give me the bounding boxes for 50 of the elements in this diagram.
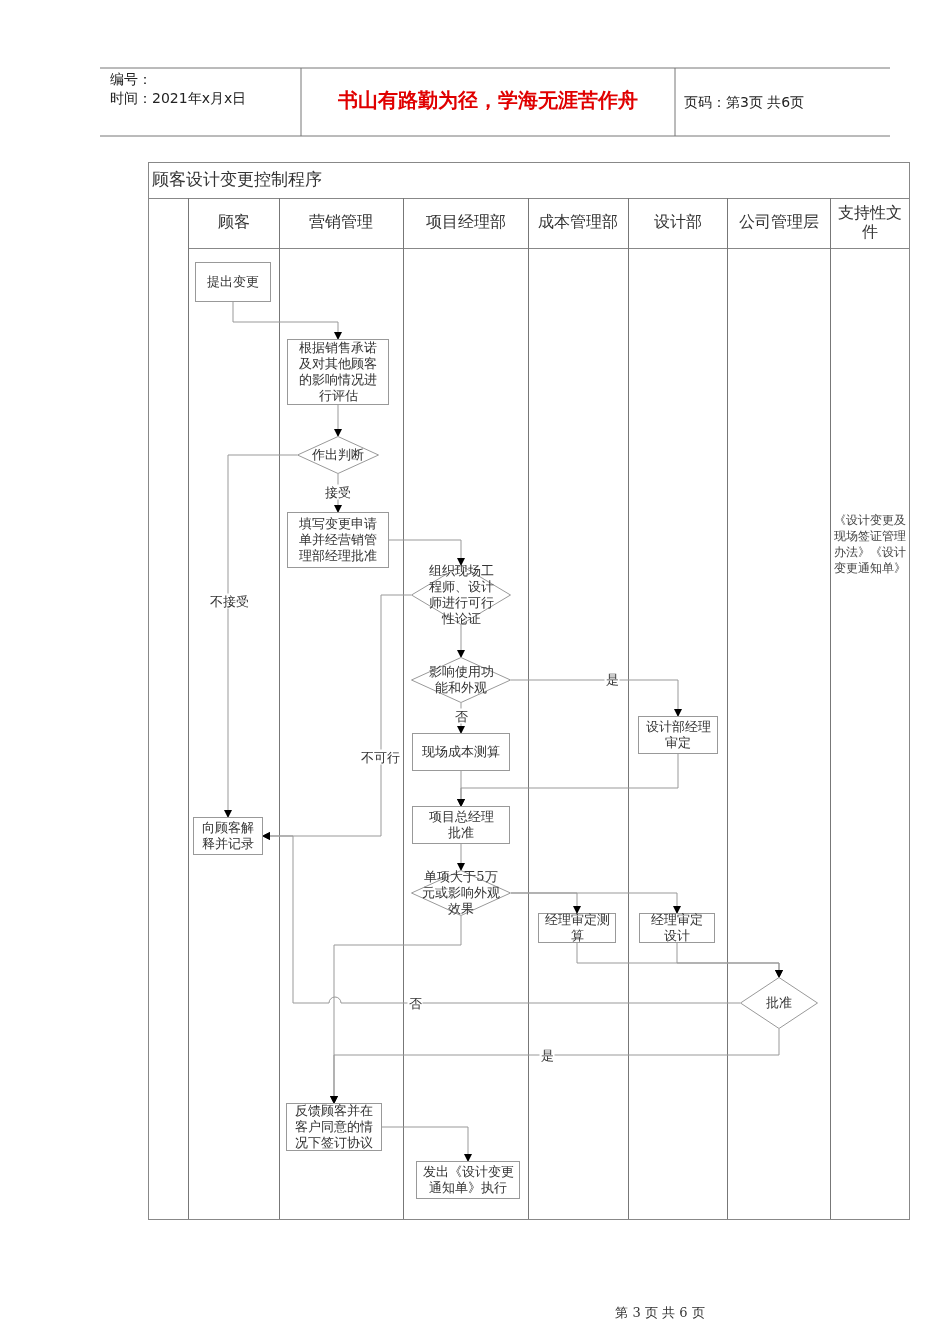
decision-diamond: 作出判断 [297, 436, 379, 474]
lane-header: 设计部 [652, 212, 703, 231]
arrow [457, 624, 465, 658]
arrow [381, 1126, 472, 1162]
arrow [330, 1028, 780, 1104]
edge-label: 不接受 [208, 593, 250, 609]
edge-label: 否 [407, 995, 423, 1011]
lane-header: 成本管理部 [537, 212, 619, 231]
edge-label: 接受 [324, 484, 352, 500]
arrow [388, 539, 465, 566]
page-footer: 第 3 页 共 6 页 [560, 1305, 760, 1321]
arrow [334, 404, 342, 437]
decision-diamond: 批准 [740, 977, 818, 1029]
document-list: 《设计变更及现场签证管理办法》《设计变更通知单》 [833, 512, 907, 576]
arrow [457, 753, 679, 807]
lane-header: 营销管理 [308, 212, 374, 231]
lane-header: 公司管理层 [737, 212, 820, 231]
process-box: 项目总经理批准 [412, 806, 510, 844]
edge-label: 否 [453, 708, 469, 724]
process-box: 提出变更 [195, 262, 271, 302]
edge-label: 不可行 [359, 749, 401, 765]
arrow [510, 679, 682, 717]
decision-diamond: 单项大于5万元或影响外观效果 [411, 870, 511, 916]
arrow [676, 942, 783, 978]
arrow [457, 843, 465, 871]
decision-diamond: 影响使用功能和外观 [411, 657, 511, 703]
table-title: 顾客设计变更控制程序 [152, 168, 322, 191]
process-box: 经理审定设计 [639, 913, 715, 943]
decision-diamond: 组织现场工程师、设计师进行可行性论证 [411, 565, 511, 625]
arrow [232, 301, 342, 340]
process-box: 经理审定测算 [538, 913, 616, 943]
motto-text: 书山有路勤为径，学海无涯苦作舟 [337, 89, 639, 112]
process-box: 发出《设计变更通知单》执行 [416, 1161, 520, 1199]
process-box: 填写变更申请单并经营销管理部经理批准 [287, 512, 389, 568]
lane-header: 支持性文件 [837, 203, 903, 241]
lane-header: 项目经理部 [424, 212, 507, 231]
process-box: 根据销售承诺及对其他顾客的影响情况进行评估 [287, 339, 389, 405]
lane-header: 顾客 [216, 212, 251, 231]
header-text: 时间：2021年x月x日 [110, 90, 248, 107]
edge-label: 是 [604, 671, 620, 687]
process-box: 向顾客解释并记录 [193, 817, 263, 855]
edge-label: 是 [539, 1047, 555, 1063]
process-box: 设计部经理审定 [638, 716, 718, 754]
header-text: 编号： [110, 71, 153, 88]
page-number: 页码：第3页 共6页 [684, 94, 806, 111]
process-box: 反馈顾客并在客户同意的情况下签订协议 [286, 1103, 382, 1151]
arrow [262, 832, 741, 1004]
arrow [510, 892, 681, 914]
process-box: 现场成本测算 [412, 733, 510, 771]
arrow [224, 454, 298, 818]
